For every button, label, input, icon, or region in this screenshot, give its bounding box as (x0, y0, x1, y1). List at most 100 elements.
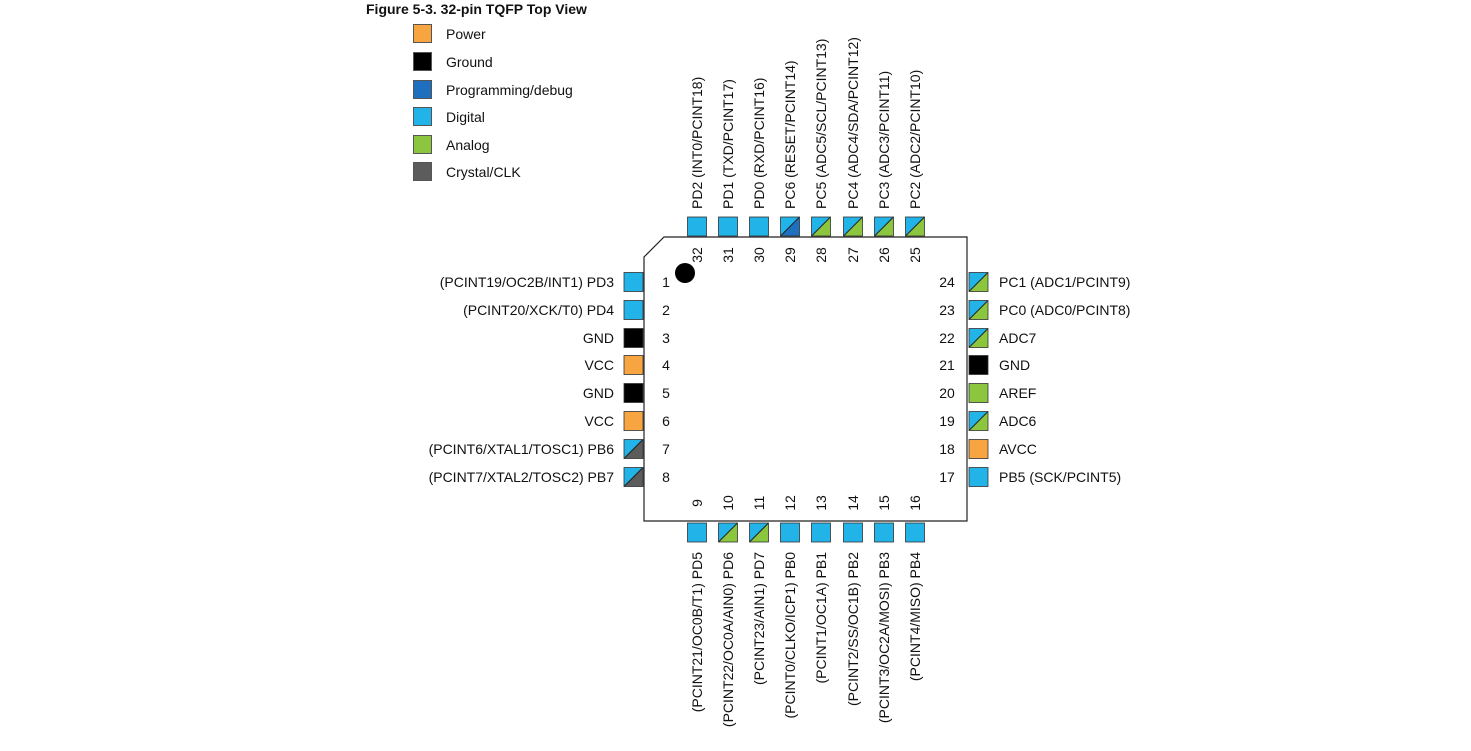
pin-17-number: 17 (939, 469, 955, 485)
pin-15-pad (874, 522, 894, 543)
pin-2-label: (PCINT20/XCK/T0) PD4 (463, 302, 614, 318)
pin-19-number: 19 (939, 413, 955, 429)
pin-12-pad (780, 522, 800, 543)
pin-17-label: PB5 (SCK/PCINT5) (999, 469, 1121, 485)
pin-12-number: 12 (782, 495, 798, 511)
pin-19-label: ADC6 (999, 413, 1037, 429)
pin-18-pad (968, 439, 989, 459)
legend-label-analog: Analog (446, 137, 490, 153)
pin-5-pad (623, 383, 644, 403)
pin-11-pad (749, 522, 769, 543)
pin1-indicator-dot (675, 263, 695, 283)
pin-29-pad (780, 216, 800, 237)
pin-7-label: (PCINT6/XTAL1/TOSC1) PB6 (429, 441, 615, 457)
legend-swatch-ground (413, 52, 432, 71)
legend-label-ground: Ground (446, 54, 493, 70)
pin-11-label: (PCINT23/AIN1) PD7 (751, 552, 767, 685)
pin-26-label: PC3 (ADC3/PCINT11) (876, 71, 892, 209)
pin-1-number: 1 (662, 274, 670, 290)
pin-26-pad (874, 216, 894, 237)
pin-22-number: 22 (939, 330, 955, 346)
legend-swatch-digital (413, 107, 432, 126)
pin-3-label: GND (583, 330, 614, 346)
legend-label-power: Power (446, 26, 486, 42)
pin-31-pad (718, 216, 738, 237)
pin-22-label: ADC7 (999, 330, 1037, 346)
pin-4-number: 4 (662, 357, 670, 373)
pin-20-pad (968, 383, 989, 403)
pin-16-number: 16 (907, 495, 923, 511)
pin-25-pad (905, 216, 925, 237)
pin-11-number: 11 (751, 496, 767, 511)
pin-5-label: GND (583, 385, 614, 401)
pin-2-pad (623, 300, 644, 320)
pin-10-number: 10 (720, 495, 736, 511)
pin-24-label: PC1 (ADC1/PCINT9) (999, 274, 1130, 290)
pin-8-number: 8 (662, 469, 670, 485)
pin-15-number: 15 (876, 495, 892, 511)
pin-14-label: (PCINT2/SS/OC1B) PB2 (845, 552, 861, 706)
pin-27-label: PC4 (ADC4/SDA/PCINT12) (845, 37, 861, 209)
pin-25-label: PC2 (ADC2/PCINT10) (907, 70, 923, 209)
pin-32-label: PD2 (INT0/PCINT18) (689, 77, 705, 209)
pin-10-label: (PCINT22/OC0A/AIN0) PD6 (720, 552, 736, 727)
pin-6-number: 6 (662, 413, 670, 429)
pin-6-pad (623, 411, 644, 431)
pin-25-number: 25 (907, 247, 923, 263)
pin-30-label: PD0 (RXD/PCINT16) (751, 78, 767, 209)
figure-title: Figure 5-3. 32-pin TQFP Top View (366, 1, 587, 17)
legend-swatch-crystal (413, 162, 432, 181)
pin-17-pad (968, 467, 989, 487)
package-body (643, 236, 968, 522)
legend-swatch-programming (413, 80, 432, 99)
pin-8-label: (PCINT7/XTAL2/TOSC2) PB7 (429, 469, 615, 485)
pin-13-label: (PCINT1/OC1A) PB1 (813, 552, 829, 684)
pin-23-label: PC0 (ADC0/PCINT8) (999, 302, 1130, 318)
pin-6-label: VCC (584, 413, 614, 429)
legend-label-programming: Programming/debug (446, 82, 573, 98)
pin-28-label: PC5 (ADC5/SCL/PCINT13) (813, 39, 829, 209)
pin-15-label: (PCINT3/OC2A/MOSI) PB3 (876, 552, 892, 723)
pin-24-pad (968, 272, 989, 292)
pin-9-label: (PCINT21/OC0B/T1) PD5 (689, 552, 705, 712)
pin-3-pad (623, 328, 644, 348)
pin-28-number: 28 (813, 247, 829, 263)
pin-5-number: 5 (662, 385, 670, 401)
pin-24-number: 24 (939, 274, 955, 290)
pin-9-number: 9 (689, 499, 705, 507)
pin-27-number: 27 (845, 247, 861, 263)
pin-14-pad (843, 522, 863, 543)
pin-30-number: 30 (751, 247, 767, 263)
pin-1-label: (PCINT19/OC2B/INT1) PD3 (440, 274, 614, 290)
pin-8-pad (623, 467, 644, 487)
pin-1-pad (623, 272, 644, 292)
pin-21-label: GND (999, 357, 1030, 373)
pin-20-number: 20 (939, 385, 955, 401)
pin-7-number: 7 (662, 441, 670, 457)
pin-20-label: AREF (999, 385, 1036, 401)
pin-28-pad (811, 216, 831, 237)
pin-13-number: 13 (813, 495, 829, 511)
pin-30-pad (749, 216, 769, 237)
pin-4-label: VCC (584, 357, 614, 373)
pin-7-pad (623, 439, 644, 459)
pin-14-number: 14 (845, 495, 861, 511)
pin-4-pad (623, 355, 644, 375)
pin-16-pad (905, 522, 925, 543)
legend-label-digital: Digital (446, 109, 485, 125)
pin-31-number: 31 (720, 247, 736, 263)
pin-32-pad (687, 216, 707, 237)
pin-26-number: 26 (876, 247, 892, 263)
pin-21-pad (968, 355, 989, 375)
pin-2-number: 2 (662, 302, 670, 318)
pin-22-pad (968, 328, 989, 348)
pin-23-number: 23 (939, 302, 955, 318)
pin-13-pad (811, 522, 831, 543)
legend-label-crystal: Crystal/CLK (446, 164, 521, 180)
pin-31-label: PD1 (TXD/PCINT17) (720, 79, 736, 209)
pin-group: 1 (PCINT19/OC2B/INT1) PD3 2 (PCINT20/XCK/T0… (429, 37, 1131, 727)
pin-27-pad (843, 216, 863, 237)
pin-18-label: AVCC (999, 441, 1037, 457)
legend-swatch-power (413, 24, 432, 43)
